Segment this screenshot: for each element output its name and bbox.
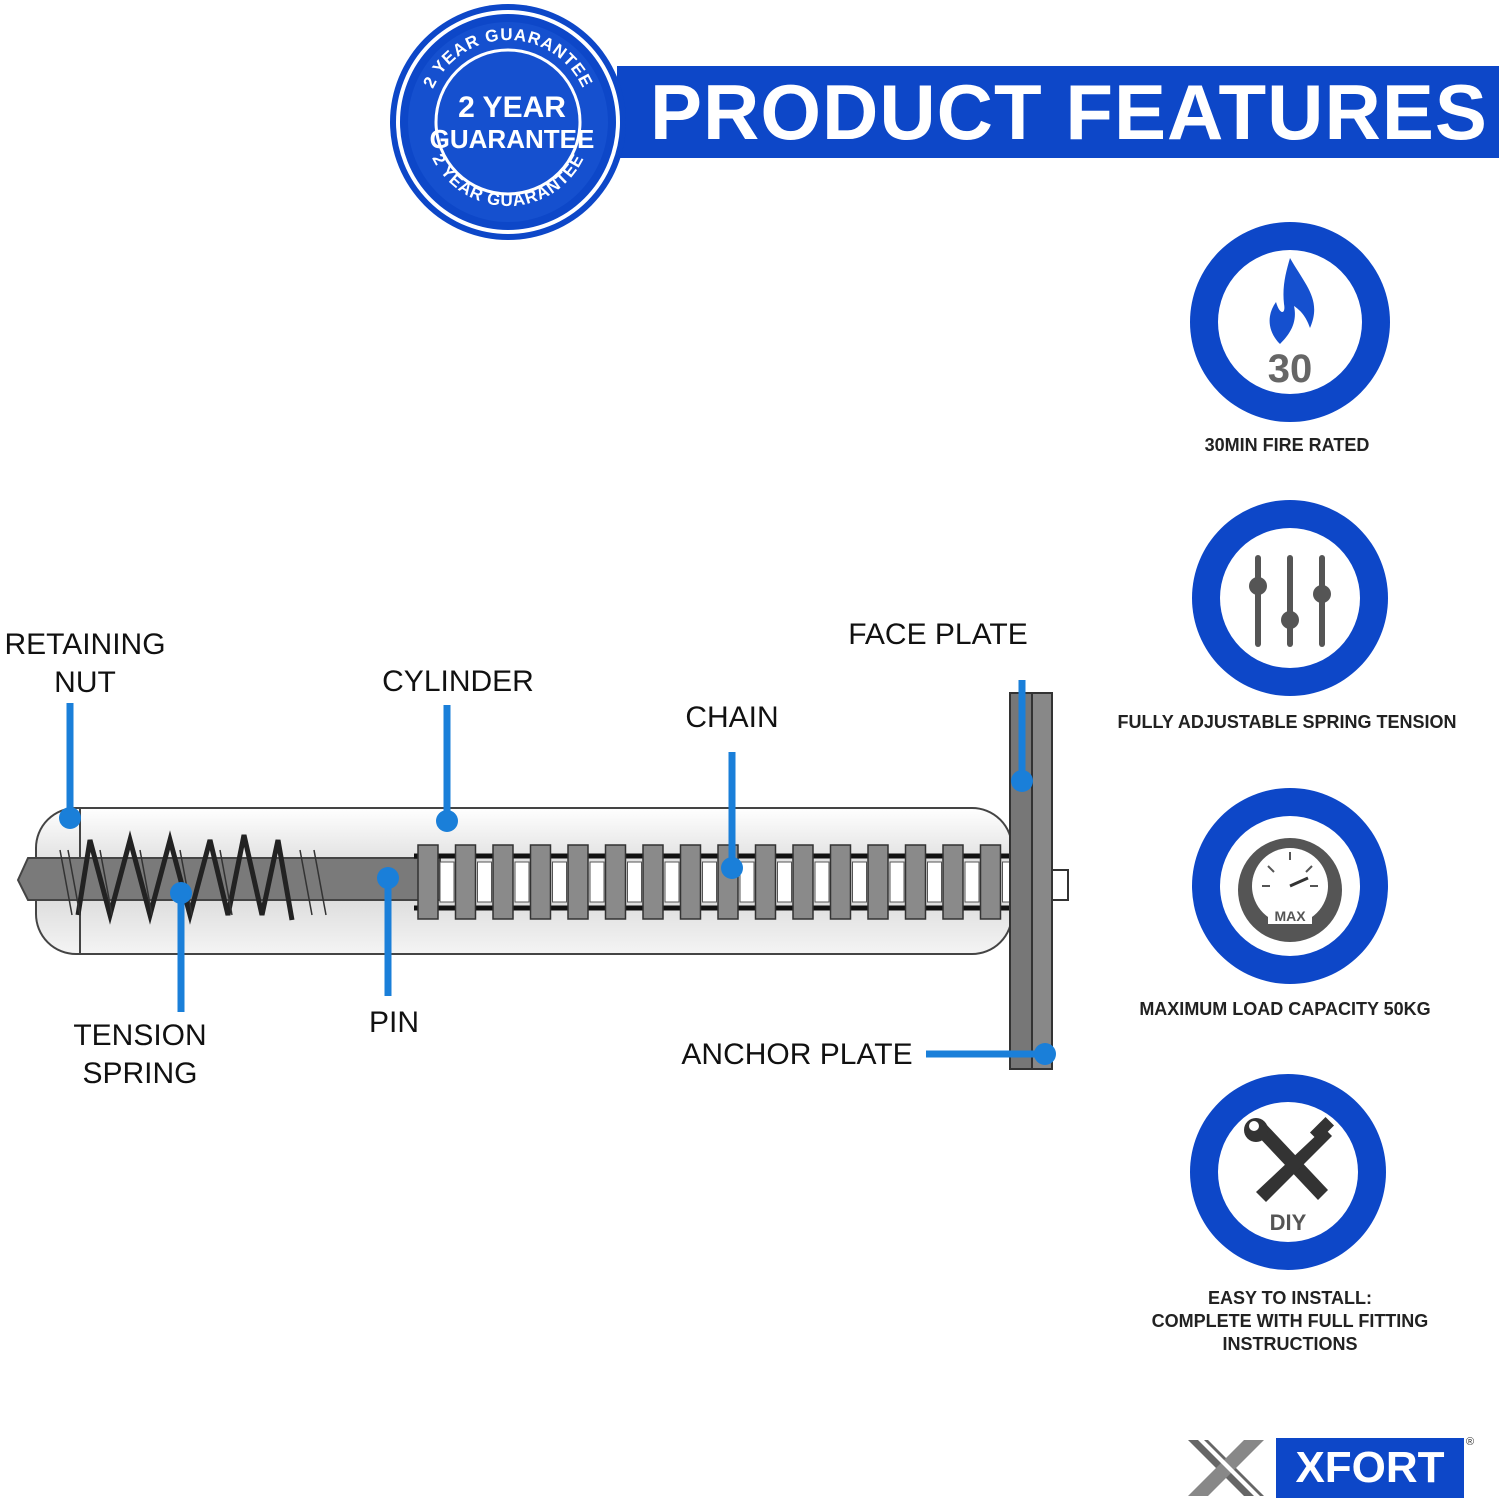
leader-lines [66, 680, 1045, 1058]
chain-link [679, 844, 702, 920]
header-bar [617, 66, 1499, 158]
chain-pin [702, 861, 717, 903]
label-tension-spring-line2: SPRING [82, 1057, 198, 1090]
chain-pin [889, 861, 905, 903]
chain-link [979, 844, 1002, 920]
install-line2: COMPLETE WITH FULL FITTING [1151, 1311, 1429, 1331]
sliders-icon [1192, 500, 1388, 696]
chain-pin [439, 861, 455, 903]
leader-dots [59, 770, 1056, 1065]
chain-pin [627, 861, 642, 903]
diy-text: DIY [1270, 1210, 1307, 1235]
feature-label-fire: 30MIN FIRE RATED [1204, 435, 1370, 455]
chain-link [642, 844, 664, 920]
chain [417, 844, 1017, 920]
chain-pin [477, 861, 492, 903]
chain-link [454, 844, 477, 920]
gauge-max-text: MAX [1274, 908, 1306, 924]
face-plate [1031, 692, 1053, 1070]
tools-icon: DIY [1190, 1074, 1386, 1270]
install-line1: EASY TO INSTALL: [1207, 1288, 1372, 1308]
chain-link [867, 844, 889, 920]
chain-pin [739, 861, 755, 903]
fire-rating-number: 30 [1268, 347, 1313, 391]
chain-pin [852, 861, 867, 903]
label-cylinder: CYLINDER [382, 665, 534, 698]
page-title: PRODUCT FEATURES [650, 68, 1488, 156]
install-line3: INSTRUCTIONS [1222, 1334, 1358, 1354]
chain-link [417, 844, 439, 920]
label-face-plate: FACE PLATE [848, 618, 1028, 651]
chain-pin [964, 861, 980, 903]
mechanism-diagram [16, 680, 1069, 1070]
chain-pin [664, 861, 680, 903]
xfort-logo-mark [1188, 1440, 1264, 1496]
chain-link [567, 844, 589, 920]
label-retaining-nut-line1: RETAINING [4, 628, 166, 661]
label-pin: PIN [368, 1006, 419, 1039]
chain-link [829, 844, 852, 920]
chain-link [604, 844, 627, 920]
label-tension-spring: TENSION SPRING [60, 1017, 220, 1093]
chain-pin [514, 861, 530, 903]
chain-pin [777, 861, 792, 903]
label-retaining-nut-line2: NUT [54, 666, 116, 699]
feature-label-tension: FULLY ADJUSTABLE SPRING TENSION [1117, 712, 1457, 732]
feature-label-load: MAXIMUM LOAD CAPACITY 50KG [1139, 999, 1431, 1019]
chain-link [492, 844, 514, 920]
chain-link [529, 844, 552, 920]
label-tension-spring-line1: TENSION [73, 1019, 207, 1052]
chain-link [754, 844, 777, 920]
chain-pin [552, 861, 567, 903]
label-chain: CHAIN [685, 701, 779, 734]
chain-link [792, 844, 814, 920]
trademark-mark: ® [1466, 1436, 1475, 1448]
label-retaining-nut: RETAINING NUT [0, 626, 170, 702]
flame-icon: 30 [1190, 222, 1390, 422]
chain-link [904, 844, 927, 920]
tension-spring [75, 830, 295, 925]
brand-name: XFORT [1276, 1438, 1464, 1498]
feature-label-install: EASY TO INSTALL: COMPLETE WITH FULL FITT… [1100, 1287, 1480, 1356]
badge-line2: GUARANTEE [430, 124, 595, 154]
badge-line1: 2 YEAR [458, 91, 566, 124]
gauge-icon: MAX [1192, 788, 1388, 984]
chain-pin [589, 861, 605, 903]
spring-windings [59, 849, 327, 916]
chain-pin [927, 861, 942, 903]
chain-link [942, 844, 964, 920]
chain-pin [814, 861, 830, 903]
label-anchor-plate: ANCHOR PLATE [681, 1038, 913, 1071]
guarantee-badge: 2 YEAR GUARANTEE 2 YEAR GUARANTEE 2 YEAR… [390, 4, 626, 240]
